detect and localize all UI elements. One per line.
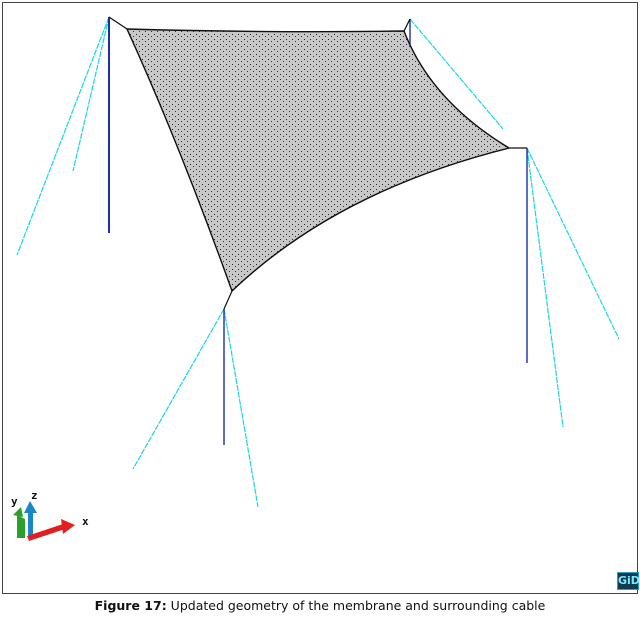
figure-caption: Figure 17: Updated geometry of the membr… bbox=[0, 598, 640, 613]
graphics-viewport[interactable]: y z x GiD bbox=[2, 2, 640, 594]
membrane-scene: y z x bbox=[11, 16, 620, 541]
stay-cable bbox=[409, 18, 504, 130]
caption-text: Updated geometry of the membrane and sur… bbox=[166, 598, 546, 613]
stay-cable bbox=[526, 147, 620, 340]
stay-cable bbox=[526, 147, 564, 428]
axis-x-label: x bbox=[82, 515, 89, 528]
stay-cable bbox=[132, 308, 225, 470]
membrane-surface bbox=[125, 28, 511, 293]
axis-z-label: z bbox=[31, 489, 38, 502]
edge-cable-links bbox=[108, 16, 527, 310]
caption-label: Figure 17: bbox=[94, 598, 167, 613]
stay-cable bbox=[223, 308, 259, 508]
coordinate-axes-icon: y z x bbox=[11, 489, 89, 541]
axis-y-label: y bbox=[11, 495, 18, 508]
gid-logo-icon: GiD bbox=[617, 572, 640, 590]
stay-cable bbox=[16, 16, 110, 256]
stay-cable bbox=[72, 16, 110, 172]
